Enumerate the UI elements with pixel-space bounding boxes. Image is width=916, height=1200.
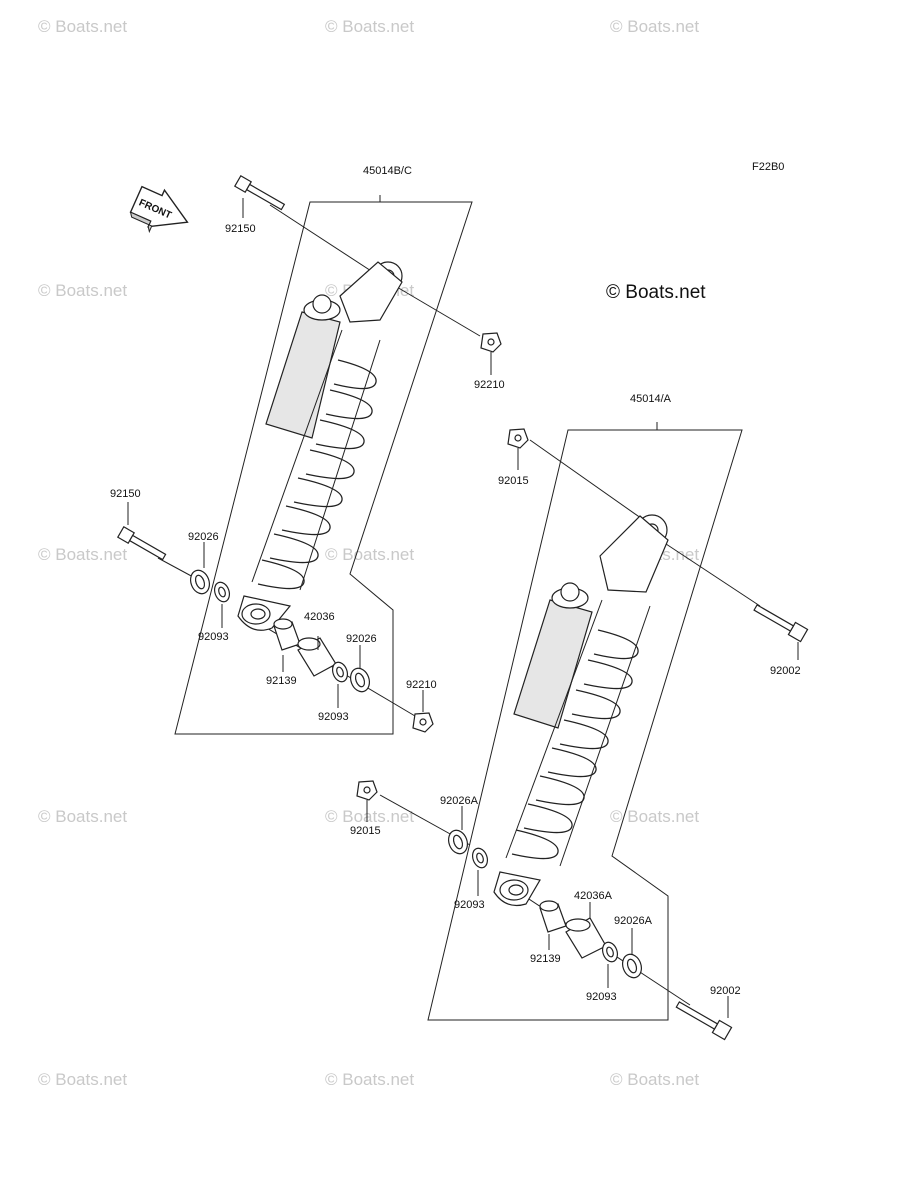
label-washer-left-b: 92026A [440,795,479,807]
watermark: © Boats.net [38,545,127,564]
bolt-92002-top [753,604,809,643]
watermark: © Boats.net [610,17,699,36]
bolt-92002-bottom [675,1001,733,1041]
watermark: © Boats.net [38,17,127,36]
washer-92026A-right [621,953,643,979]
label-seal-right-b: 92093 [586,991,617,1003]
label-collar-a: 42036 [304,611,335,623]
label-assembly-a: 45014B/C [363,165,412,177]
shock-body-b [493,514,669,907]
label-washer-right-a: 92026 [346,633,377,645]
washer-92026A-left [447,829,469,855]
nut-92015-bottom [356,780,378,801]
seal-92093-left [213,581,231,603]
collar-42036A-b [565,917,607,959]
shock-assembly-a: 45014B/C 92150 92210 92150 92026 92093 4… [110,165,505,735]
collar-42036-a [297,637,337,677]
label-washer-left-a: 92026 [188,531,219,543]
washer-92026-right-a [349,667,371,693]
label-bolt-top-b: 92002 [770,665,801,677]
label-nut-top-a: 92210 [474,379,505,391]
bush-92139-a [273,618,301,651]
label-bolt-bottom-a: 92150 [110,488,141,500]
washer-92026-left [189,569,211,595]
label-nut-bottom-a: 92210 [406,679,437,691]
watermark: © Boats.net [325,17,414,36]
watermark: © Boats.net [325,1070,414,1089]
label-assembly-b: 45014/A [630,393,672,405]
bolt-92150-top [233,174,286,211]
watermark: © Boats.net [38,281,127,300]
seal-92093-right-b [601,941,619,963]
shock-assembly-b: 45014/A 92015 92002 92015 92026A 92093 4… [350,393,809,1041]
nut-92210-bottom [412,712,434,733]
bolt-92150-bottom [116,525,167,561]
seal-92093-right-a [331,661,349,683]
watermark: © Boats.net [610,1070,699,1089]
label-seal-left-a: 92093 [198,631,229,643]
watermark-group: © Boats.net © Boats.net © Boats.net © Bo… [38,17,699,1089]
label-nut-top-b: 92015 [498,475,529,487]
front-arrow-icon: FRONT [129,185,189,234]
watermark: © Boats.net [38,1070,127,1089]
shock-body-a [237,261,403,631]
watermark: © Boats.net [38,807,127,826]
label-seal-left-b: 92093 [454,899,485,911]
label-bush-b: 92139 [530,953,561,965]
seal-92093-left-b [471,847,489,869]
figure-code: F22B0 [752,161,784,173]
label-collar-b: 42036A [574,890,613,902]
copyright-notice: © Boats.net [606,282,706,303]
watermark: © Boats.net [325,807,414,826]
nut-92015-top [507,428,529,449]
watermark: © Boats.net [325,545,414,564]
watermark: © Boats.net [610,807,699,826]
label-washer-right-b: 92026A [614,915,653,927]
bush-92139-b [539,900,567,933]
label-seal-right-a: 92093 [318,711,349,723]
label-bush-a: 92139 [266,675,297,687]
label-bolt-top-a: 92150 [225,223,256,235]
label-bolt-bottom-b: 92002 [710,985,741,997]
nut-92210-top [480,332,502,353]
label-nut-bottom-b: 92015 [350,825,381,837]
